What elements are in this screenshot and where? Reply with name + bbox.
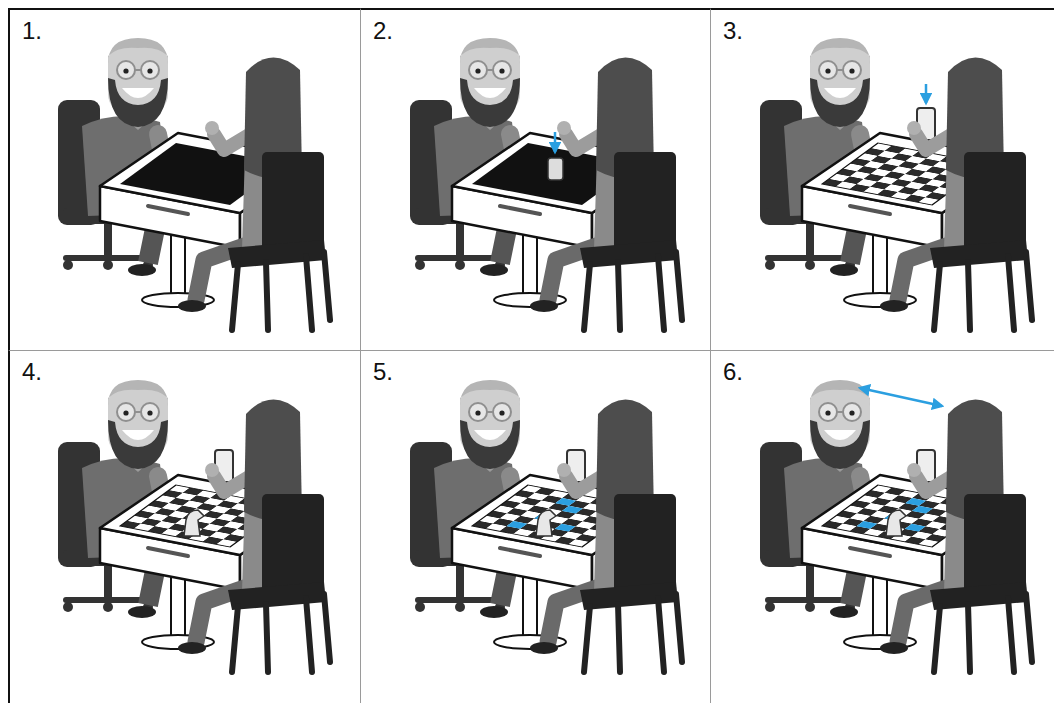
step-number: 2.: [373, 18, 393, 44]
step-number: 3.: [723, 18, 743, 44]
panel-scene: [58, 38, 330, 330]
panel-scene: [760, 380, 1032, 672]
blue-double-arrow: [860, 388, 942, 406]
comic-panel: 6.: [710, 350, 1054, 703]
step-number: 6.: [723, 359, 743, 385]
phone-device: [548, 158, 563, 180]
panel-scene: [410, 380, 682, 672]
comic-panel: 2.: [360, 8, 710, 350]
step-number: 4.: [22, 359, 42, 385]
comic-panel: 5.: [360, 350, 710, 703]
step-number: 5.: [373, 359, 393, 385]
comic-panel: 3.: [710, 8, 1054, 350]
comic-panel: 4.: [8, 350, 360, 703]
step-number: 1.: [22, 18, 42, 44]
panel-scene: [760, 38, 1032, 330]
blue-arrow: [925, 84, 928, 103]
comic-panel: 1.: [8, 8, 360, 350]
panel-scene: [410, 38, 682, 330]
blue-arrow: [554, 132, 557, 152]
panel-scene: [58, 380, 330, 672]
